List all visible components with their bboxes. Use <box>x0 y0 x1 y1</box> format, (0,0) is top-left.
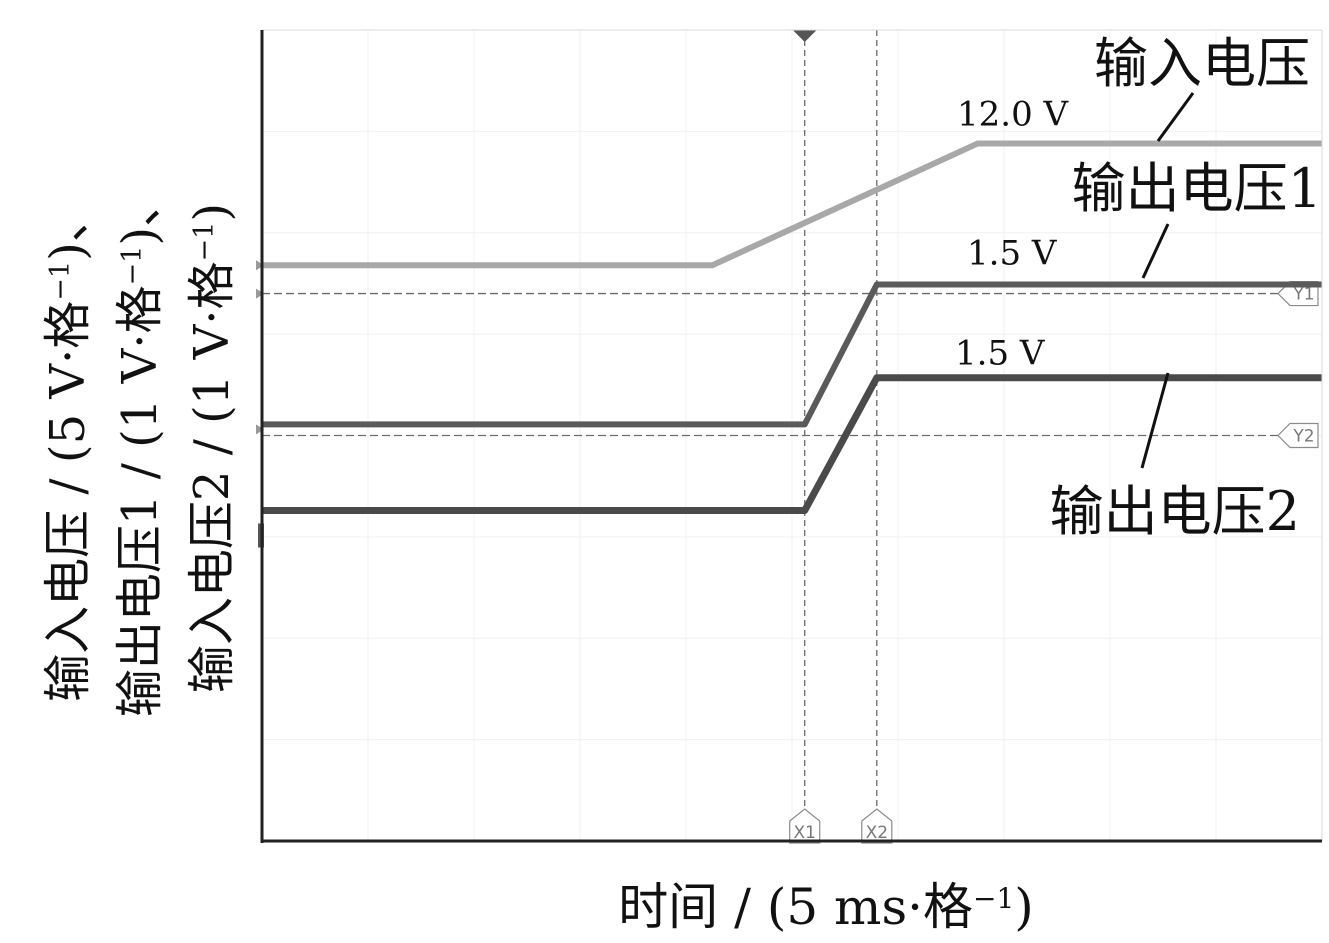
annotation-leader-3 <box>1140 372 1170 469</box>
series-lines <box>262 140 1322 515</box>
channel-marker-3 <box>256 424 264 435</box>
annotation-2: 输出电压1 <box>1072 157 1322 220</box>
cursor-tag-x1 <box>789 808 821 844</box>
series-line-2 <box>262 281 1322 428</box>
y-axis-label-3-main: 输入电压2 / (1 V·格 <box>184 261 240 693</box>
value-label-2: 1.5 V <box>967 233 1058 273</box>
cursor-tag-x2 <box>861 808 893 844</box>
y-axis-label-1-main: 输入电压 / (5 V·格 <box>40 301 96 702</box>
series-line-3 <box>262 374 1322 515</box>
plot-frame <box>256 29 1323 843</box>
cursor-tag-y2 <box>1277 422 1319 449</box>
x-axis-label: 时间 / (5 ms·格−1) <box>618 878 1034 936</box>
x-axis-label-main: 时间 / (5 ms·格 <box>618 878 973 936</box>
channel-marker-2 <box>256 288 264 299</box>
value-labels: 12.0 V 1.5 V 1.5 V <box>955 95 1070 374</box>
y-axis-label-3-exponent: −1 <box>189 222 220 262</box>
value-label-3: 1.5 V <box>955 334 1046 374</box>
trigger-marker <box>792 30 817 42</box>
y-axis-label-2-main: 输出电压1 / (1 V·格 <box>112 285 168 717</box>
value-label-1: 12.0 V <box>957 95 1070 135</box>
channel-marker-1 <box>256 260 264 271</box>
annotation-leader-1 <box>1156 92 1195 142</box>
y-axis-labels: 输入电压 / (5 V·格−1)、 输出电压1 / (1 V·格−1)、 输入电… <box>40 179 240 717</box>
y-axis-label-2-exponent: −1 <box>117 246 148 286</box>
cursor-label-x2: X2 <box>866 823 888 843</box>
y-axis-label-3: 输入电压2 / (1 V·格−1) <box>184 203 240 693</box>
cursor-label-y2: Y2 <box>1292 427 1314 447</box>
x-axis-label-exponent: −1 <box>973 882 1014 915</box>
y-axis-label-1-close: )、 <box>40 194 96 261</box>
cursor-label-x1: X1 <box>793 823 815 843</box>
cursor-label-y1: Y1 <box>1292 285 1314 305</box>
y-axis-label-2-close: )、 <box>112 179 168 246</box>
series-line-1 <box>262 140 1322 269</box>
annotation-1: 输入电压 <box>1094 32 1310 95</box>
y-axis-label-1-exponent: −1 <box>45 261 76 301</box>
annotation-leader-2 <box>1141 223 1170 279</box>
y-axis-label-3-close: ) <box>184 203 240 222</box>
y-axis-label-1: 输入电压 / (5 V·格−1)、 <box>40 194 96 702</box>
x-axis-label-close: ) <box>1014 878 1034 936</box>
annotation-3: 输出电压2 <box>1050 480 1300 543</box>
y-axis-label-2: 输出电压1 / (1 V·格−1)、 <box>112 179 168 717</box>
